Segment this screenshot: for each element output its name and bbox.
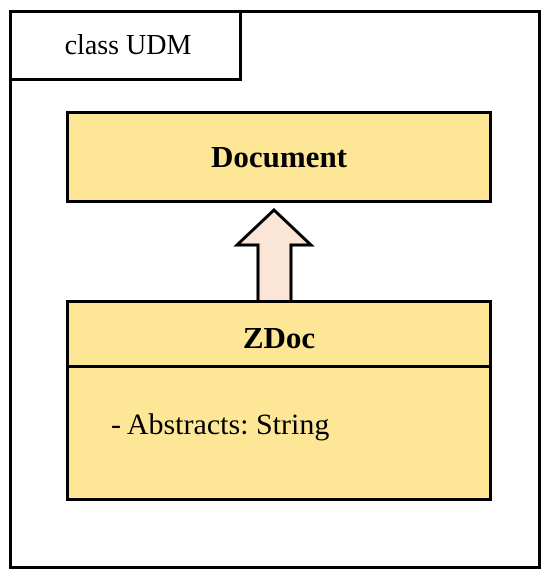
class-document: Document xyxy=(66,111,492,203)
class-zdoc: ZDoc - Abstracts: String xyxy=(66,300,492,501)
frame-label: class UDM xyxy=(64,30,192,61)
class-name-zdoc: ZDoc xyxy=(242,320,316,355)
frame-label-tab: class UDM xyxy=(9,10,242,81)
class-header-zdoc: ZDoc xyxy=(69,303,489,368)
inheritance-arrow-shape xyxy=(233,207,315,304)
class-name-document: Document xyxy=(210,139,348,174)
class-attribute: - Abstracts: String xyxy=(111,408,330,441)
